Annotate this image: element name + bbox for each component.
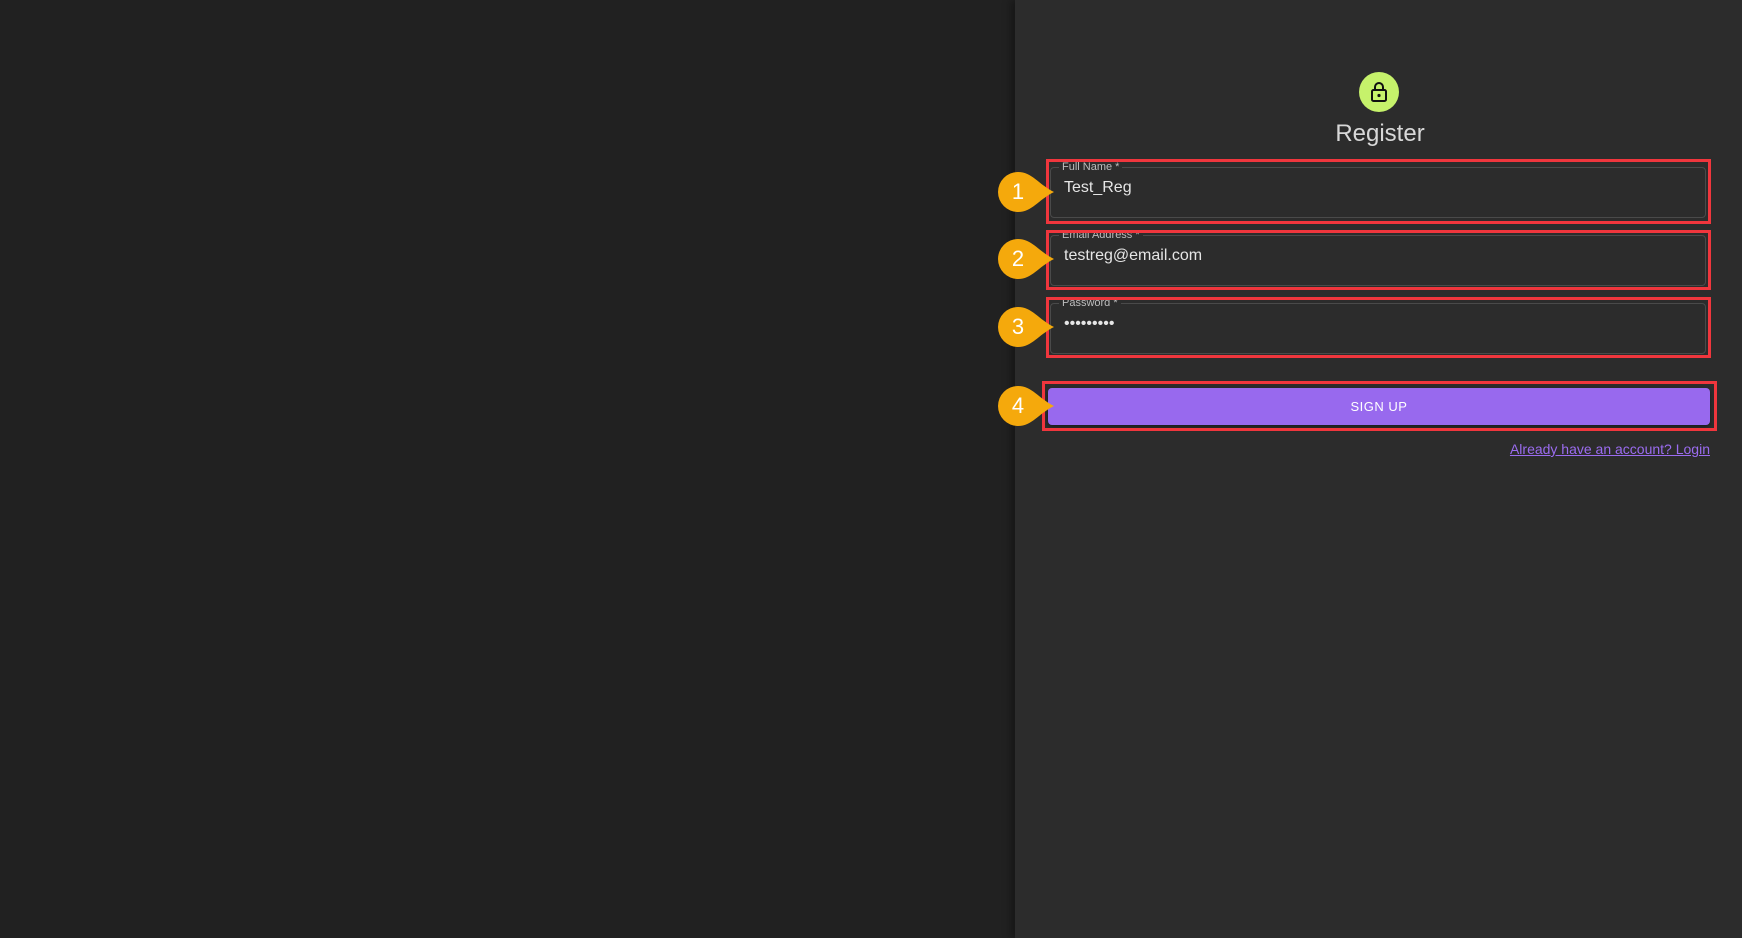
marker-label: 3 bbox=[1011, 314, 1025, 339]
sign-up-button[interactable]: SIGN UP bbox=[1048, 388, 1710, 425]
left-background bbox=[0, 0, 1015, 938]
email-field[interactable]: Email Address * bbox=[1050, 230, 1706, 286]
full-name-field[interactable]: Full Name * bbox=[1050, 162, 1706, 218]
password-field[interactable]: Password * bbox=[1050, 298, 1706, 354]
step-marker-4: 4 bbox=[998, 386, 1054, 426]
login-link[interactable]: Already have an account? Login bbox=[1509, 441, 1710, 457]
email-label: Email Address * bbox=[1062, 229, 1140, 241]
lock-icon bbox=[1371, 82, 1387, 102]
full-name-input[interactable] bbox=[1062, 178, 1686, 198]
lock-avatar bbox=[1359, 72, 1399, 112]
full-name-label: Full Name * bbox=[1062, 161, 1120, 173]
marker-label: 1 bbox=[1011, 179, 1025, 204]
password-input[interactable] bbox=[1062, 314, 1686, 334]
email-input[interactable] bbox=[1062, 246, 1686, 266]
step-marker-3: 3 bbox=[998, 307, 1054, 347]
step-marker-2: 2 bbox=[998, 239, 1054, 279]
register-panel bbox=[1015, 0, 1742, 938]
marker-label: 4 bbox=[1011, 393, 1025, 418]
step-marker-1: 1 bbox=[998, 172, 1054, 212]
marker-label: 2 bbox=[1011, 246, 1025, 271]
page-title: Register bbox=[1335, 120, 1425, 147]
password-label: Password * bbox=[1062, 297, 1118, 309]
